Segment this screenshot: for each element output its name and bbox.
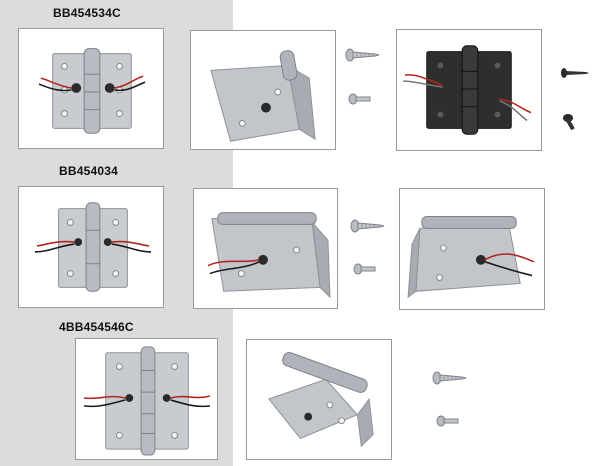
product-photo-angled-hinge [190, 30, 336, 150]
machine-screw-icon [348, 92, 372, 106]
wood-screw-icon [345, 47, 381, 63]
product-photo-flat-hinge [75, 338, 218, 460]
hinge-icon [407, 216, 535, 299]
hinge-icon [38, 48, 146, 134]
product-photo-angled-hinge [193, 188, 338, 309]
machine-screw-icon [562, 110, 584, 132]
product-photo-flat-hinge [18, 186, 164, 308]
wood-screw-icon [432, 370, 468, 386]
product-photo-angled-hinge [246, 339, 392, 460]
hinge-icon [210, 50, 316, 142]
product-photo-black-hinge [396, 29, 542, 151]
wood-screw-icon [350, 218, 386, 234]
hinge-icon [34, 202, 152, 292]
hinge-icon [83, 346, 211, 456]
hinge-icon [268, 352, 374, 448]
model-label-4bb454546c: 4BB454546C [59, 320, 134, 334]
hinge-icon [207, 212, 331, 299]
product-photo-angled-hinge [399, 188, 545, 310]
product-photo-flat-hinge [18, 28, 164, 149]
model-label-bb454534c: BB454534C [53, 6, 121, 20]
wood-screw-icon [560, 66, 590, 80]
machine-screw-icon [436, 414, 460, 428]
hinge-icon [403, 45, 532, 135]
model-label-bb454034: BB454034 [59, 164, 118, 178]
machine-screw-icon [353, 262, 377, 276]
